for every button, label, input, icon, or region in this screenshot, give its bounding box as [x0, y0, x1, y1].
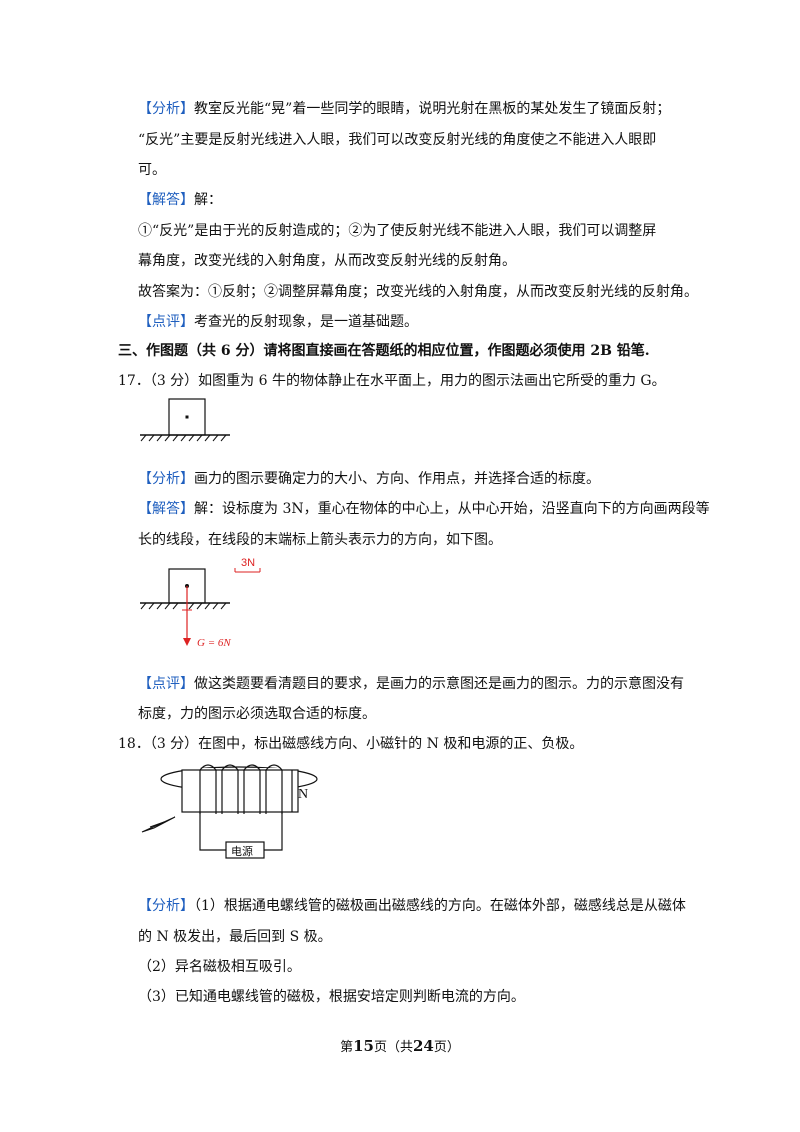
scale-bar — [234, 568, 261, 573]
q16-analysis-line-2: “反光”主要是反射光线进入人眼，我们可以改变反射光线的角度使之不能进入人眼即 — [138, 132, 657, 148]
page-footer: 第15页（共24页） — [340, 1037, 460, 1055]
section-3-heading: 三、作图题（共 6 分）请将图直接画在答题纸的相应位置，作图题必须使用 2B 铅… — [118, 343, 650, 359]
q18-solenoid-circuit-diagram: N 电源 — [141, 764, 318, 859]
page-number: 15 — [353, 1037, 374, 1055]
q16-answer-head: 【解答】解： — [138, 192, 222, 208]
solenoid-n-pole: N — [298, 787, 308, 802]
q16-comment: 【点评】考查光的反射现象，是一道基础题。 — [138, 314, 418, 330]
q17-comment-line-1: 【点评】做这类题要看清题目的要求，是画力的示意图还是画力的图示。力的示意图没有 — [138, 676, 684, 692]
comment-tag: 【点评】 — [138, 314, 194, 330]
q17-answer-line-2: 长的线段，在线段的末端标上箭头表示力的方向，如下图。 — [138, 532, 502, 548]
q17-answer-line-1: 【解答】解：设标度为 3N，重心在物体的中心上，从中心开始，沿竖直向下的方向画两… — [138, 501, 710, 517]
q18-analysis-line-4: （3）已知通电螺线管的磁极，根据安培定则判断电流的方向。 — [138, 989, 525, 1005]
analysis-tag: 【分析】 — [138, 101, 194, 117]
small-magnetic-needle — [141, 816, 176, 833]
q18-analysis-line-2: 的 N 极发出，最后回到 S 极。 — [138, 929, 332, 945]
q18-analysis-line-3: （2）异名磁极相互吸引。 — [138, 959, 301, 975]
q18-question: 18．（3 分）在图中，标出磁感线方向、小磁针的 N 极和电源的正、负极。 — [118, 736, 584, 752]
q16-answer-line-2: 幕角度，改变光线的入射角度，从而改变反射光线的反射角。 — [138, 253, 516, 269]
force-label: G = 6N — [197, 637, 231, 649]
page-total: 24 — [413, 1037, 434, 1055]
power-source-label: 电源 — [231, 844, 253, 858]
q18-analysis-line-1: 【分析】（1）根据通电螺线管的磁极画出磁感线的方向。在磁体外部，磁感线总是从磁体 — [138, 898, 686, 914]
q16-analysis-line-3: 可。 — [138, 162, 166, 178]
q17-comment-line-2: 标度，力的图示必须选取合适的标度。 — [138, 706, 376, 722]
q16-answer-line-1: ①“反光”是由于光的反射造成的；②为了使反射光线不能进入人眼，我们可以调整屏 — [138, 223, 657, 239]
q17-question: 17．（3 分）如图重为 6 牛的物体静止在水平面上，用力的图示法画出它所受的重… — [118, 373, 666, 389]
answer-tag: 【解答】 — [138, 192, 194, 208]
force-arrow — [182, 586, 192, 646]
scale-label: 3N — [241, 557, 255, 569]
q16-answer-line-3: 故答案为：①反射；②调整屏幕角度；改变光线的入射角度，从而改变反射光线的反射角。 — [138, 284, 698, 300]
q17-analysis: 【分析】画力的图示要确定力的大小、方向、作用点，并选择合适的标度。 — [138, 471, 600, 487]
q16-analysis-line-1: 【分析】教室反光能“晃”着一些同学的眼睛，说明光射在黑板的某处发生了镜面反射； — [138, 101, 671, 117]
q17-answer-force-diagram: 3N G = 6N — [140, 557, 261, 649]
q17-figure-object-on-ground — [140, 398, 230, 442]
